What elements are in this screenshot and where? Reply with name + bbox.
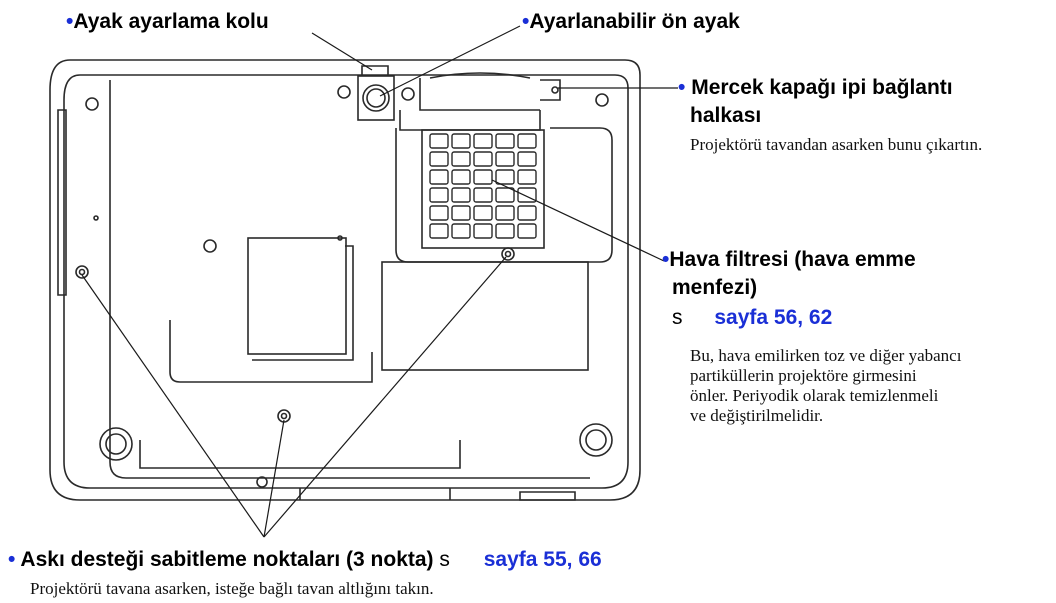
lens-cap-text-line2: halkası <box>690 104 762 127</box>
page-ref-separator: , <box>797 306 809 329</box>
air-filter-description-2: partiküllerin projektöre girmesini <box>690 366 917 385</box>
air-filter-description-4: ve değiştirilmelidir. <box>690 406 824 425</box>
air-filter-page-ref[interactable]: s sayfa 56, 62 <box>672 306 832 330</box>
mount-points-text: Askı desteği sabitleme noktaları (3 nokt… <box>20 548 434 571</box>
air-filter-description-1: Bu, hava emilirken toz ve diğer yabancı <box>690 346 962 365</box>
filter-slot <box>429 223 449 239</box>
filter-slot <box>429 151 449 167</box>
filter-slot <box>429 133 449 149</box>
page-ref-arrow-icon: s <box>439 548 450 571</box>
filter-slot <box>495 169 515 185</box>
filter-slot <box>495 151 515 167</box>
screw <box>256 476 268 488</box>
air-filter-label: •Hava filtresi (hava emme <box>662 248 916 272</box>
bullet: • <box>66 10 74 33</box>
page-ref-arrow-icon: s <box>672 306 683 329</box>
bullet: • <box>522 10 530 33</box>
filter-slot <box>451 133 471 149</box>
page-link-55[interactable]: sayfa 55 <box>483 548 567 571</box>
foot-lever-label: •Ayak ayarlama kolu <box>66 10 269 34</box>
lens-cap-label: • Mercek kapağı ipi bağlantı <box>678 76 953 100</box>
filter-slot <box>451 169 471 185</box>
bullet: • <box>662 248 670 271</box>
mount-point <box>501 247 515 261</box>
filter-slot <box>451 223 471 239</box>
filter-slot <box>429 169 449 185</box>
filter-slot <box>517 205 537 221</box>
lens-cap-description: Projektörü tavandan asarken bunu çıkartı… <box>690 135 983 154</box>
screw <box>85 97 99 111</box>
filter-slot <box>495 223 515 239</box>
screw <box>203 239 217 253</box>
page-link-56[interactable]: sayfa 56 <box>714 306 798 329</box>
page-link-62[interactable]: 62 <box>808 306 833 329</box>
filter-slot <box>473 187 493 203</box>
label-panel <box>381 261 589 371</box>
filter-slot <box>495 187 515 203</box>
air-filter-grid <box>429 133 537 239</box>
screw <box>595 93 609 107</box>
air-filter-text-line1: Hava filtresi (hava emme <box>669 248 916 271</box>
screw <box>401 87 415 101</box>
lens-cap-text-line1: Mercek kapağı ipi bağlantı <box>691 76 953 99</box>
adjustable-foot <box>362 84 390 112</box>
mount-points-description: Projektörü tavana asarken, isteğe bağlı … <box>30 579 434 598</box>
filter-slot <box>517 151 537 167</box>
page-ref-separator: , <box>566 548 579 571</box>
leader-line-front-foot <box>379 25 521 97</box>
filter-slot <box>517 223 537 239</box>
air-filter-text-line2: menfezi) <box>672 276 758 299</box>
leader-line-mount-2 <box>263 419 285 538</box>
leader-line-air-filter <box>491 179 665 262</box>
leader-line-foot-lever <box>311 32 373 71</box>
projector-body-outline <box>49 59 641 501</box>
filter-slot <box>517 133 537 149</box>
filter-slot <box>451 205 471 221</box>
filter-slot <box>495 205 515 221</box>
lens-cap-label-line2: halkası <box>690 104 761 128</box>
mount-points-label: • Askı desteği sabitleme noktaları (3 no… <box>8 548 602 572</box>
front-foot-label: •Ayarlanabilir ön ayak <box>522 10 740 34</box>
bullet: • <box>678 76 686 99</box>
corner-foot <box>579 423 613 457</box>
filter-slot <box>473 169 493 185</box>
mount-point <box>75 265 89 279</box>
filter-slot <box>451 187 471 203</box>
front-foot-text: Ayarlanabilir ön ayak <box>529 10 740 33</box>
foot-lever-text: Ayak ayarlama kolu <box>73 10 269 33</box>
corner-foot <box>99 427 133 461</box>
filter-slot <box>495 133 515 149</box>
filter-slot <box>517 169 537 185</box>
lamp-cover <box>247 237 347 355</box>
air-filter-label-line2: menfezi) <box>672 276 757 300</box>
filter-slot <box>473 133 493 149</box>
air-filter-frame <box>399 110 541 131</box>
page-link-66[interactable]: 66 <box>578 548 602 571</box>
projector-body-inner <box>63 74 629 489</box>
filter-slot <box>429 187 449 203</box>
air-filter-description-3: önler. Periyodik olarak temizlenmeli <box>690 386 939 405</box>
leader-line-mount-1 <box>81 274 265 538</box>
air-filter-housing <box>421 129 545 249</box>
filter-slot <box>473 223 493 239</box>
filter-slot <box>517 187 537 203</box>
filter-slot <box>451 151 471 167</box>
adjustable-foot-housing <box>357 75 395 121</box>
screw <box>337 85 351 99</box>
filter-slot <box>473 205 493 221</box>
filter-slot <box>473 151 493 167</box>
bullet: • <box>8 548 16 571</box>
leader-line-mount-3 <box>263 256 507 538</box>
filter-slot <box>429 205 449 221</box>
